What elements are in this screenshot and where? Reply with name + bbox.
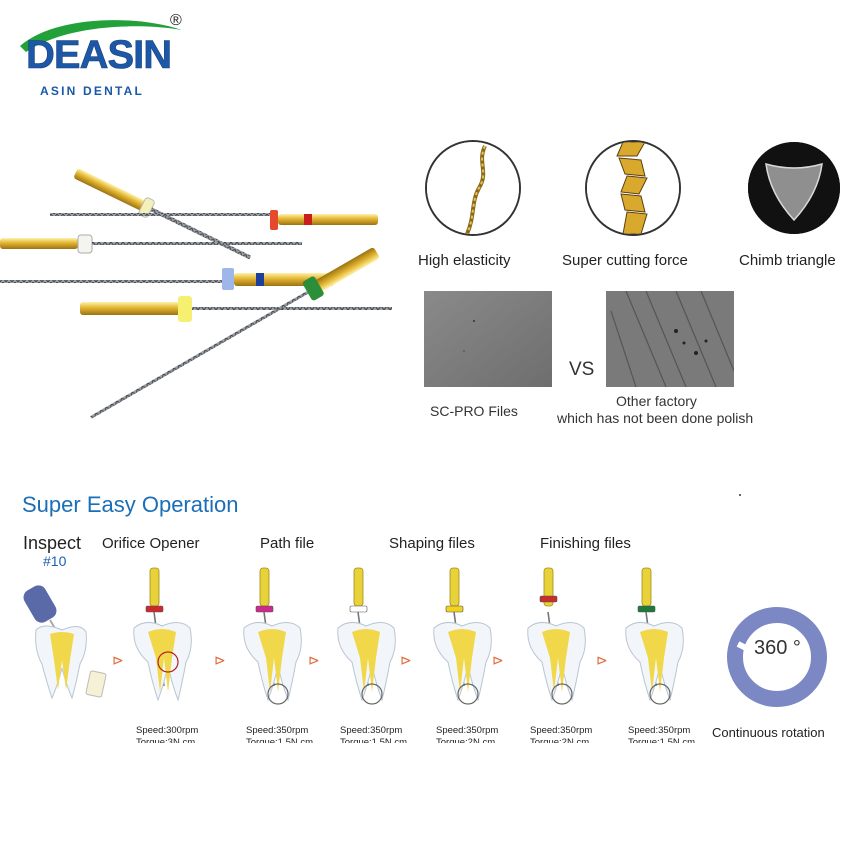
- step-tooth-illustration: [433, 567, 492, 705]
- triangle-cross-section-icon: [748, 142, 840, 234]
- registered-mark: ®: [170, 12, 182, 29]
- step-speed: Speed:350rpm: [530, 725, 593, 736]
- label-path-file: Path file: [260, 535, 315, 552]
- step-speed: Speed:350rpm: [246, 725, 309, 736]
- svg-text:DEASIN: DEASIN: [26, 33, 171, 77]
- inspect-size-label: #10: [43, 553, 67, 569]
- gold-spiral-icon: [585, 140, 681, 236]
- step-speed: Speed:350rpm: [628, 725, 691, 736]
- step-speed: Speed:300rpm: [136, 725, 199, 736]
- step-tooth-illustration: [243, 567, 302, 705]
- rotation-value: 360 °: [754, 637, 801, 659]
- step-torque: Torque:2N.cm: [530, 737, 590, 743]
- sc-pro-caption: SC-PRO Files: [430, 403, 518, 419]
- brand-logo: DEASIN DEASIN: [20, 20, 182, 77]
- step-torque: Torque:2N.cm: [436, 737, 496, 743]
- no-polish-caption: which has not been done polish: [557, 410, 754, 426]
- step-arrow-icon: ⊳: [308, 652, 320, 668]
- step-arrow-icon: ⊳: [112, 652, 124, 668]
- unpolished-surface-micrograph: [606, 291, 734, 387]
- step-torque: Torque:3N.cm: [136, 737, 196, 743]
- other-factory-caption: Other factory: [616, 393, 697, 409]
- feature-label-cutting: Super cutting force: [562, 252, 688, 269]
- rotation-label: Continuous rotation: [712, 725, 825, 740]
- step-tooth-illustration: [527, 567, 586, 705]
- continuous-rotation-ring: [727, 607, 827, 707]
- operation-title: Super Easy Operation: [22, 492, 239, 517]
- step-arrow-icon: ⊳: [214, 652, 226, 668]
- step-arrow-icon: ⊳: [400, 652, 412, 668]
- label-shaping-files: Shaping files: [389, 535, 475, 552]
- step-torque: Torque:1.5N.cm: [628, 737, 696, 743]
- inspect-label: Inspect: [23, 533, 82, 553]
- step-arrow-icon: ⊳: [492, 652, 504, 668]
- feature-label-triangle: Chimb triangle: [739, 252, 836, 269]
- high-elasticity-icon: [425, 140, 521, 236]
- stray-dot: [739, 494, 741, 496]
- step-torque: Torque:1.5N.cm: [246, 737, 314, 743]
- step-torque: Torque:1.5N.cm: [340, 737, 408, 743]
- polished-surface-micrograph: [424, 291, 552, 387]
- step-arrow-icon: ⊳: [596, 652, 608, 668]
- step-tooth-illustration: [133, 567, 192, 702]
- label-orifice-opener: Orifice Opener: [102, 535, 200, 552]
- step-tooth-illustration: [625, 567, 684, 705]
- step-speed: Speed:350rpm: [340, 725, 403, 736]
- label-finishing-files: Finishing files: [540, 535, 631, 552]
- svg-text:DEASIN: DEASIN: [26, 33, 171, 77]
- vs-label: VS: [569, 359, 595, 380]
- brand-subtitle: ASIN DENTAL: [40, 84, 144, 98]
- step-speed: Speed:350rpm: [436, 725, 499, 736]
- step-tooth-illustration: [337, 567, 396, 705]
- feature-label-elasticity: High elasticity: [418, 252, 511, 269]
- rotary-files-photo: [0, 169, 392, 419]
- inspect-tooth-illustration: [23, 585, 107, 700]
